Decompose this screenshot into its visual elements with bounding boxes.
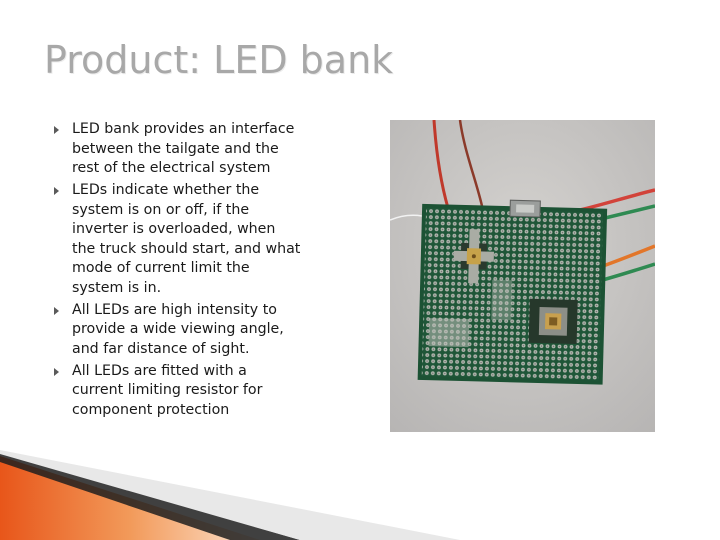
- bullet-item: LED bank provides an interface between t…: [52, 120, 302, 179]
- decorative-swoosh: [0, 450, 460, 540]
- led-bank-photo: [390, 120, 655, 432]
- bullet-text: LEDs indicate whether the system is on o…: [72, 182, 301, 296]
- bullet-list: LED bank provides an interface between t…: [52, 120, 302, 423]
- bullet-arrow-icon: [54, 367, 59, 376]
- bullet-text: All LEDs are fitted with a current limit…: [72, 362, 263, 418]
- bullet-item: All LEDs are fitted with a current limit…: [52, 362, 302, 421]
- bullet-arrow-icon: [54, 126, 59, 134]
- slide-title: Product: LED bank: [44, 38, 394, 82]
- bullet-arrow-icon: [54, 306, 59, 315]
- bullet-text: All LEDs are high intensity to provide a…: [72, 301, 284, 357]
- bullet-arrow-icon: [54, 187, 59, 195]
- bullet-item: LEDs indicate whether the system is on o…: [52, 181, 302, 298]
- bullet-item: All LEDs are high intensity to provide a…: [52, 301, 302, 360]
- bullet-text: LED bank provides an interface between t…: [72, 121, 295, 176]
